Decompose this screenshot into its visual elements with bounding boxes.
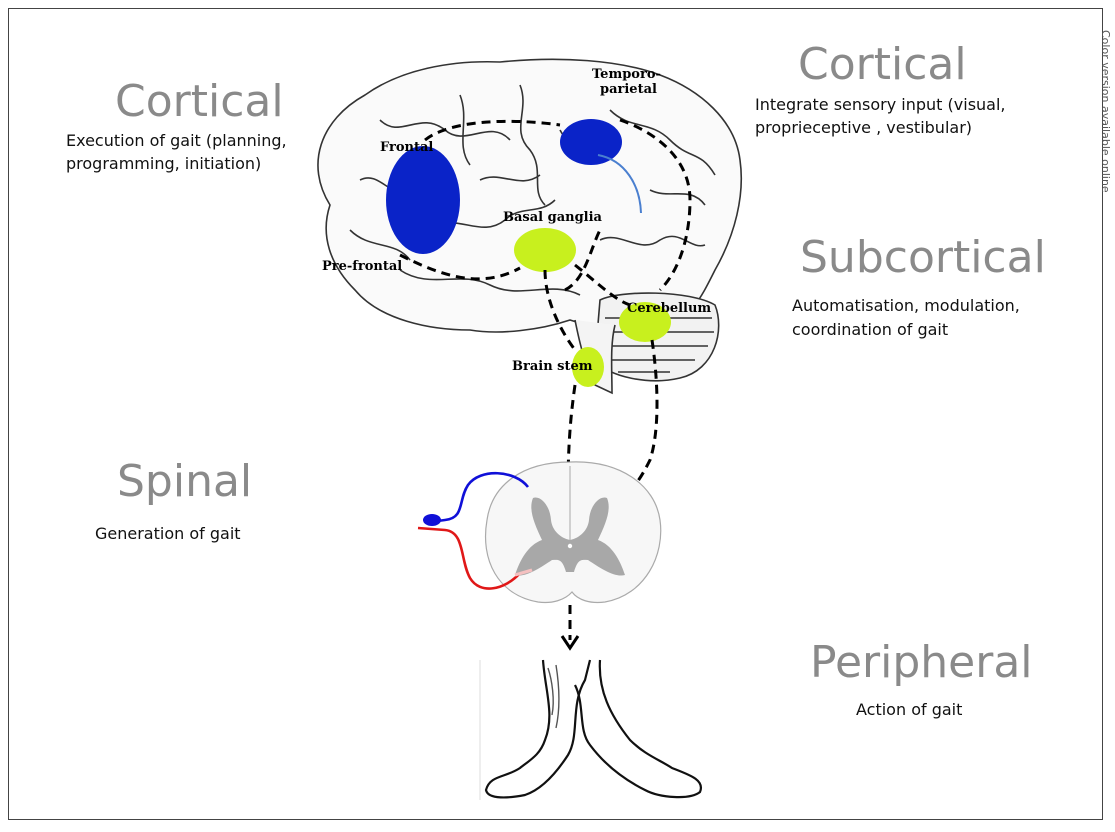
brain-illustration (318, 59, 741, 393)
walking-legs-illustration (480, 660, 701, 800)
cortical-left-desc-line2: programming, initiation) (66, 152, 261, 175)
cortical-left-title: Cortical (115, 80, 284, 124)
temporo-parietal-area (560, 119, 622, 165)
peripheral-title: Peripheral (810, 641, 1033, 685)
label-brain-stem: Brain stem (512, 359, 593, 374)
subcortical-desc-line2: coordination of gait (792, 318, 948, 341)
frontal-area (386, 146, 460, 254)
label-pre-frontal: Pre-frontal (322, 259, 402, 274)
cortical-right-desc-line1: Integrate sensory input (visual, (755, 93, 1006, 116)
label-frontal: Frontal (380, 140, 433, 155)
cortical-right-desc-line2: proprieceptive , vestibular) (755, 116, 972, 139)
label-temporo-parietal-line1: Temporo- (592, 67, 661, 82)
label-cerebellum: Cerebellum (627, 301, 711, 316)
spinal-title: Spinal (117, 460, 252, 504)
side-note-text: Color version available online (1100, 30, 1112, 193)
dorsal-root-ganglion (423, 514, 441, 526)
basal-ganglia-area (514, 228, 576, 272)
spinal-desc: Generation of gait (95, 522, 241, 545)
subcortical-desc-line1: Automatisation, modulation, (792, 294, 1020, 317)
label-basal-ganglia: Basal ganglia (503, 210, 602, 225)
cortical-left-desc-line1: Execution of gait (planning, (66, 129, 287, 152)
cortical-right-title: Cortical (798, 43, 967, 87)
label-temporo-parietal-line2: parietal (600, 82, 657, 97)
subcortical-title: Subcortical (800, 236, 1046, 280)
peripheral-desc: Action of gait (856, 698, 962, 721)
side-note: Color version available online (1100, 30, 1114, 230)
